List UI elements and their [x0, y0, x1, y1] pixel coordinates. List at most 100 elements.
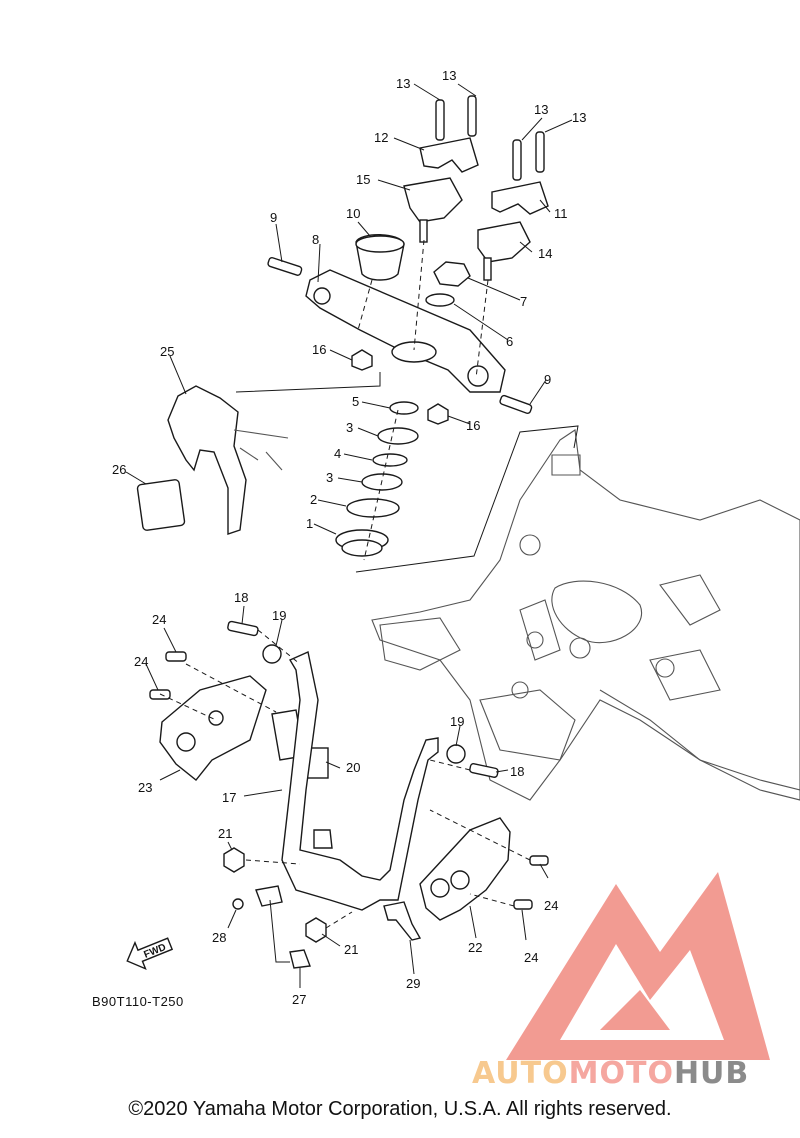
- plate-26: [136, 479, 186, 531]
- callout-9: 9: [270, 210, 277, 225]
- callout-15: 15: [356, 172, 370, 187]
- washer-6: [425, 293, 455, 307]
- lower-holder-15: [403, 177, 463, 223]
- callout-23: 23: [138, 780, 152, 795]
- bolt-13-left: [435, 95, 545, 181]
- callout-7: 7: [520, 294, 527, 309]
- callout-18: 18: [234, 590, 248, 605]
- frame-outline: [371, 429, 800, 801]
- stay-17-arm: [313, 829, 333, 849]
- cap-10-top: [355, 235, 405, 253]
- bracket-23-hole-b: [208, 710, 224, 726]
- callout-19: 19: [272, 608, 286, 623]
- callout-17: 17: [222, 790, 236, 805]
- callout-11: 11: [554, 206, 568, 221]
- callout-13: 13: [572, 110, 586, 125]
- callout-6: 6: [506, 334, 513, 349]
- screw-28: [232, 898, 244, 910]
- footrest-bracket-23: [159, 675, 267, 781]
- bush-19-right: [446, 744, 466, 764]
- bracket-29: [383, 901, 422, 941]
- bolt-24-c: [529, 855, 549, 866]
- holder-15-stud: [419, 219, 428, 243]
- fwd-arrow: FWD: [126, 937, 174, 971]
- ring-5: [389, 401, 419, 415]
- bearing-1-race: [341, 539, 383, 557]
- clip-27: [289, 949, 311, 969]
- footrest-bracket-22: [419, 817, 511, 921]
- callout-4: 4: [334, 446, 341, 461]
- bracket-22-hole-a: [430, 878, 450, 898]
- nut-16-left: [351, 349, 373, 371]
- callout-13: 13: [442, 68, 456, 83]
- bolt-24-a: [165, 651, 187, 662]
- callout-21: 21: [218, 826, 232, 841]
- upper-bracket-8: [305, 269, 506, 393]
- callout-9: 9: [544, 372, 551, 387]
- bolt-21-upper: [223, 847, 245, 873]
- fwd-label: FWD: [142, 942, 167, 961]
- callout-16: 16: [466, 418, 480, 433]
- callout-5: 5: [352, 394, 359, 409]
- washer-4: [372, 453, 408, 467]
- callout-3: 3: [346, 420, 353, 435]
- bracket-22-hole-b: [450, 870, 470, 890]
- bracket-8-stem-hole: [391, 341, 437, 363]
- callout-13: 13: [396, 76, 410, 91]
- callout-21: 21: [344, 942, 358, 957]
- diagram-code: B90T110-T250: [92, 994, 184, 1009]
- nut-7: [433, 261, 471, 287]
- bolt-9-left: [267, 257, 303, 276]
- callout-24: 24: [152, 612, 166, 627]
- bolt-9-right: [499, 394, 533, 415]
- watermark-text: AUTOMOTOHUB: [472, 1056, 749, 1091]
- callout-24: 24: [524, 950, 538, 965]
- callout-numbers: 13 13 13 13 12 15 11 14 10 9 8 7 6 16 16…: [112, 68, 586, 1007]
- callout-28: 28: [212, 930, 226, 945]
- callout-1: 1: [306, 516, 313, 531]
- bolt-21-lower: [305, 917, 327, 943]
- stay-17: [281, 651, 439, 911]
- bolt-24-d: [513, 899, 533, 910]
- seal-2: [346, 498, 400, 518]
- callout-3: 3: [326, 470, 333, 485]
- callout-24: 24: [134, 654, 148, 669]
- bracket-8-bolt-hole-right: [467, 365, 489, 387]
- bracket-small-27-group: [255, 885, 283, 907]
- leader-lines: [125, 83, 579, 988]
- callout-13: 13: [534, 102, 548, 117]
- bracket-8-bolt-hole-left: [313, 287, 331, 305]
- watermark-hub: HUB: [673, 1056, 750, 1091]
- watermark-auto: AUTO: [472, 1056, 569, 1091]
- callout-16: 16: [312, 342, 326, 357]
- callout-25: 25: [160, 344, 174, 359]
- callout-8: 8: [312, 232, 319, 247]
- callout-18: 18: [510, 764, 524, 779]
- callout-24: 24: [544, 898, 558, 913]
- callout-27: 27: [292, 992, 306, 1007]
- nut-16-right: [427, 403, 449, 425]
- callout-14: 14: [538, 246, 552, 261]
- callout-26: 26: [112, 462, 126, 477]
- nut-3-upper: [377, 427, 419, 445]
- centerlines: [159, 239, 531, 929]
- upper-holder-12: [419, 137, 479, 173]
- callout-20: 20: [346, 760, 360, 775]
- screw-group-25: [233, 429, 289, 471]
- callout-10: 10: [346, 206, 360, 221]
- lower-holder-14: [477, 221, 531, 263]
- bracket-23-hole-a: [176, 732, 196, 752]
- bush-19-left: [262, 644, 282, 664]
- callout-29: 29: [406, 976, 420, 991]
- callout-12: 12: [374, 130, 388, 145]
- bracket-25: [167, 385, 247, 535]
- automotohub-logo: [506, 872, 770, 1060]
- bolt-18-right: [469, 763, 499, 778]
- copyright-notice: ©2020 Yamaha Motor Corporation, U.S.A. A…: [128, 1098, 672, 1120]
- callout-22: 22: [468, 940, 482, 955]
- callout-19: 19: [450, 714, 464, 729]
- holder-14-stud: [483, 257, 492, 281]
- bolt-18-left: [227, 620, 259, 637]
- upper-holder-11: [491, 181, 549, 215]
